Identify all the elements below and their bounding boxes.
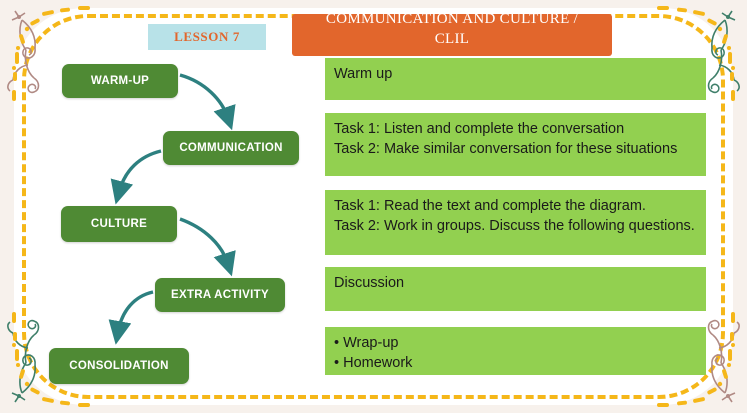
- panel-line: • Wrap-up: [334, 335, 399, 351]
- flow-step-label: EXTRA ACTIVITY: [171, 289, 269, 301]
- flow-step-label: COMMUNICATION: [179, 142, 283, 154]
- flow-step-extra-activity[interactable]: EXTRA ACTIVITY: [155, 278, 285, 312]
- panel-line: Task 1: Listen and complete the conversa…: [334, 121, 625, 137]
- panel-line: • Homework: [334, 355, 413, 371]
- panel-line: Warm up: [334, 66, 393, 82]
- flowchart: WARM-UP COMMUNICATION CULTURE EXTRA ACTI…: [0, 0, 320, 413]
- flow-step-communication[interactable]: COMMUNICATION: [163, 131, 299, 165]
- flow-step-warm-up[interactable]: WARM-UP: [62, 64, 178, 98]
- panel-line: Task 2: Work in groups. Discuss the foll…: [334, 218, 695, 234]
- content-panel-warm-up: Warm up: [325, 58, 706, 100]
- content-panel-extra-activity: Discussion: [325, 267, 706, 311]
- flowchart-arrows: [108, 73, 236, 345]
- slide-title-line-2: CLIL: [434, 31, 470, 47]
- flow-step-consolidation[interactable]: CONSOLIDATION: [49, 348, 189, 384]
- flow-step-label: CONSOLIDATION: [69, 360, 169, 372]
- panel-line: Discussion: [334, 275, 405, 291]
- content-panel-consolidation: • Wrap-up • Homework: [325, 327, 706, 375]
- lesson-badge: LESSON 7: [148, 24, 266, 50]
- content-panel-communication: Task 1: Listen and complete the conversa…: [325, 113, 706, 176]
- panel-line: Task 1: Read the text and complete the d…: [334, 198, 646, 214]
- slide-title-line-1: COMMUNICATION AND CULTURE /: [325, 14, 579, 27]
- content-panel-culture: Task 1: Read the text and complete the d…: [325, 190, 706, 255]
- slide-title-bar: COMMUNICATION AND CULTURE / CLIL: [292, 14, 612, 56]
- flow-step-label: CULTURE: [90, 218, 148, 230]
- flow-step-culture[interactable]: CULTURE: [61, 206, 177, 242]
- flow-step-label: WARM-UP: [90, 75, 150, 87]
- panel-line: Task 2: Make similar conversation for th…: [334, 141, 678, 157]
- lesson-badge-label: LESSON 7: [174, 29, 240, 44]
